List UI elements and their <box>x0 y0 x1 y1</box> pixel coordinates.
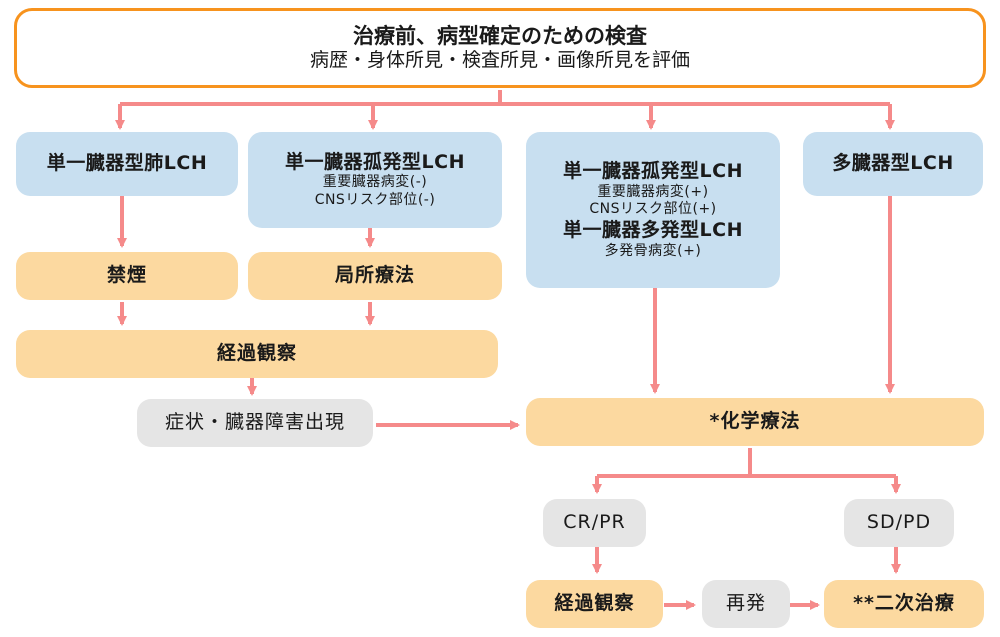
local-therapy-box: 局所療法 <box>248 252 502 300</box>
cr-pr-label: CR/PR <box>563 511 626 534</box>
observation-after-response-label: 経過観察 <box>554 592 635 615</box>
type-note: 重要臓器病変(+) <box>597 183 709 200</box>
local-therapy-label: 局所療法 <box>334 264 415 287</box>
type-title-multifocal: 単一臓器多発型LCH <box>563 218 743 241</box>
type-note: 重要臓器病変(-) <box>322 174 428 191</box>
sd-pd-label: SD/PD <box>866 511 932 534</box>
initial-evaluation-title: 治療前、病型確定のための検査 <box>353 24 647 48</box>
type-single-organ-solitary-negative: 単一臓器孤発型LCH 重要臓器病変(-) CNSリスク部位(-) <box>248 132 502 228</box>
type-note: CNSリスク部位(+) <box>589 201 717 218</box>
arrow-chemo-trunk <box>597 448 896 478</box>
type-note: 多発骨病変(+) <box>604 242 702 259</box>
observation-after-response-box: 経過観察 <box>526 580 663 628</box>
relapse-box: 再発 <box>702 580 790 628</box>
type-single-organ-lung: 単一臓器型肺LCH <box>16 132 238 196</box>
symptoms-box: 症状・臓器障害出現 <box>137 399 373 447</box>
second-line-therapy-label: **二次治療 <box>853 592 955 615</box>
chemotherapy-label: *化学療法 <box>709 410 801 433</box>
observation-label: 経過観察 <box>216 342 297 365</box>
type-single-organ-positive: 単一臓器孤発型LCH 重要臓器病変(+) CNSリスク部位(+) 単一臓器多発型… <box>526 132 780 288</box>
type-title: 単一臓器型肺LCH <box>46 152 208 175</box>
arrow-top-trunk <box>120 90 890 106</box>
symptoms-label: 症状・臓器障害出現 <box>164 411 345 434</box>
initial-evaluation-subtitle: 病歴・身体所見・検査所見・画像所見を評価 <box>309 49 690 72</box>
relapse-label: 再発 <box>725 592 766 615</box>
initial-evaluation-box: 治療前、病型確定のための検査 病歴・身体所見・検査所見・画像所見を評価 <box>14 8 986 88</box>
type-multi-organ: 多臓器型LCH <box>803 132 983 196</box>
type-title: 多臓器型LCH <box>832 152 954 175</box>
observation-box: 経過観察 <box>16 330 498 378</box>
second-line-therapy-box: **二次治療 <box>824 580 984 628</box>
type-title: 単一臓器孤発型LCH <box>285 150 465 173</box>
cr-pr-box: CR/PR <box>543 499 646 547</box>
type-note: CNSリスク部位(-) <box>314 191 436 208</box>
chemotherapy-box: *化学療法 <box>526 398 984 446</box>
smoking-cessation-box: 禁煙 <box>16 252 238 300</box>
type-title: 単一臓器孤発型LCH <box>563 160 743 182</box>
sd-pd-box: SD/PD <box>844 499 954 547</box>
smoking-cessation-label: 禁煙 <box>106 264 147 287</box>
